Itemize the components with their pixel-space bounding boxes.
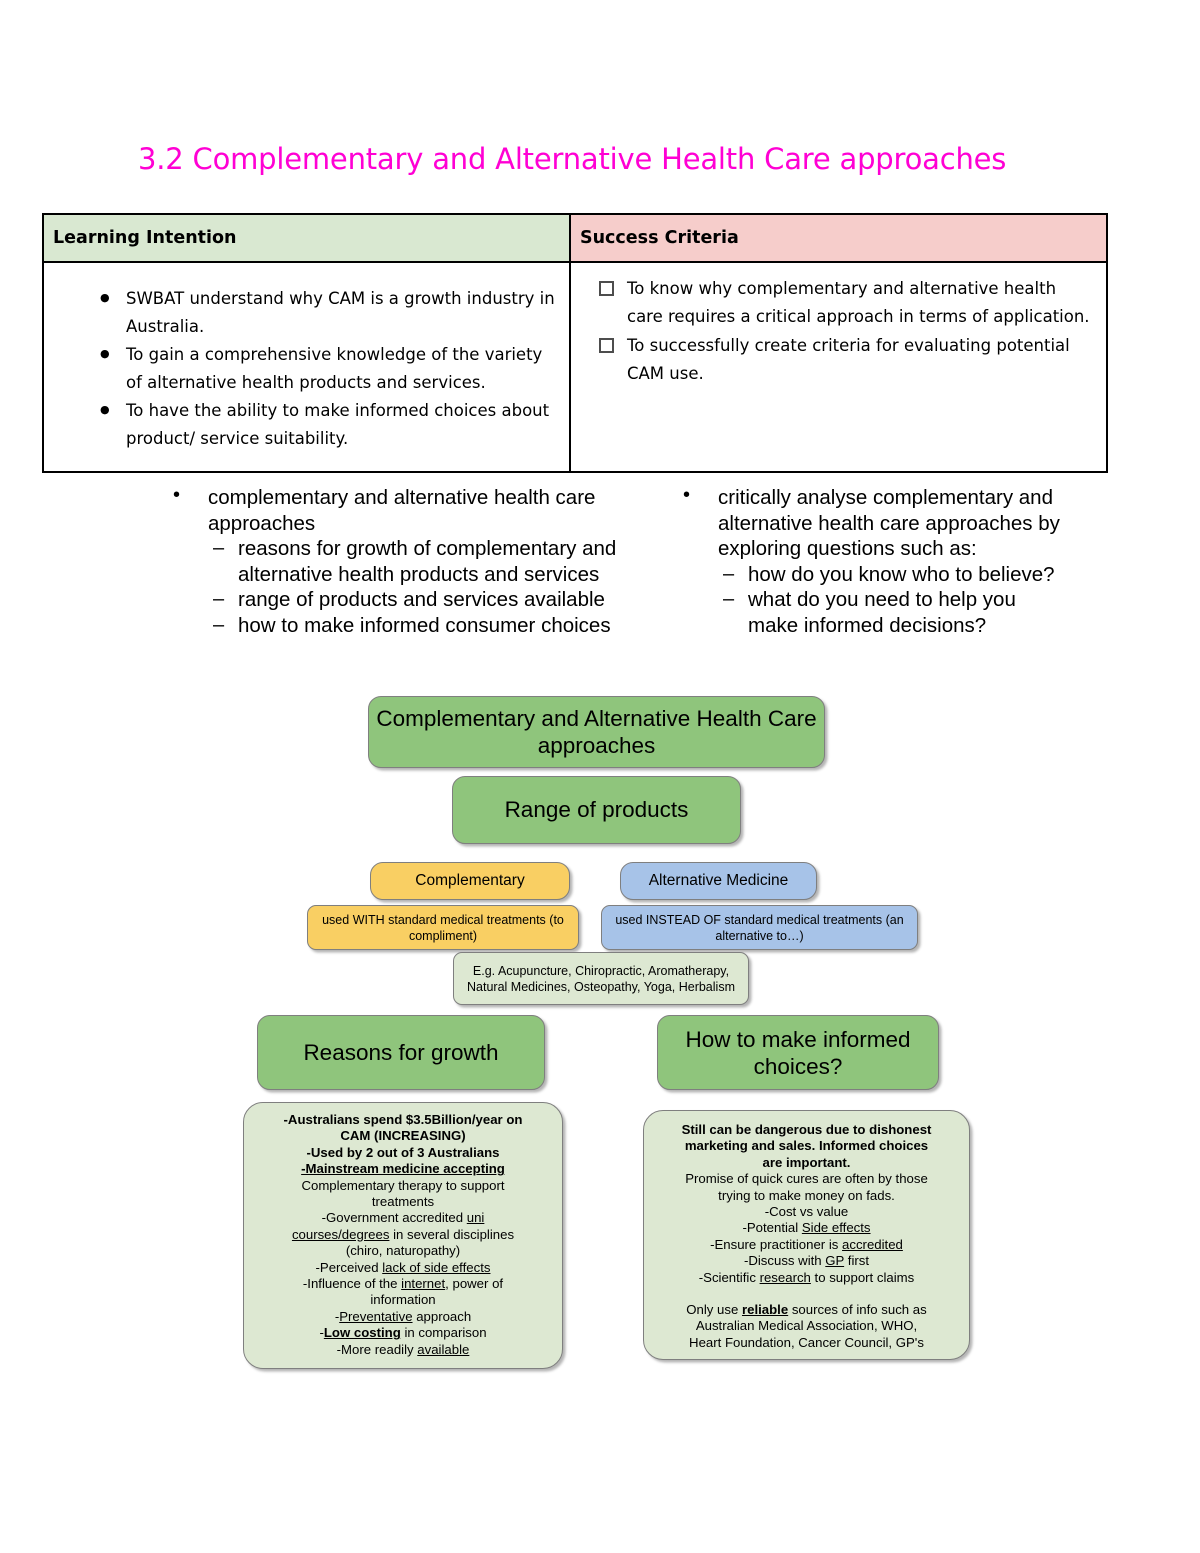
syllabus-subpoint: how to make informed consumer choices — [160, 613, 650, 639]
learning-intention-table: Learning Intention Success Criteria SWBA… — [42, 213, 1108, 473]
checkbox-icon[interactable] — [599, 281, 614, 296]
diagram-node-examples: E.g. Acupuncture, Chiropractic, Aromathe… — [453, 952, 749, 1005]
detail-line: Australian Medical Association, WHO, — [695, 1318, 918, 1334]
success-criteria-item: To know why complementary and alternativ… — [585, 275, 1092, 330]
detail-line: CAM (INCREASING) — [340, 1128, 466, 1144]
diagram-node-complementary-detail: used WITH standard medical treatments (t… — [307, 905, 579, 950]
diagram-node-alternative-medicine: Alternative Medicine — [620, 862, 817, 900]
detail-line: -Australians spend $3.5Billion/year on — [283, 1112, 523, 1127]
detail-line: -Mainstream medicine accepting — [301, 1161, 505, 1177]
success-criteria-text: To know why complementary and alternativ… — [627, 279, 1090, 326]
syllabus-subpoint: reasons for growth of complementary and … — [160, 536, 650, 587]
success-criteria-item: To successfully create criteria for eval… — [585, 332, 1092, 387]
diagram-node-root: Complementary and Alternative Health Car… — [368, 696, 825, 768]
detail-line: marketing and sales. Informed choices — [684, 1138, 929, 1154]
syllabus-subpoint: what do you need to help you make inform… — [670, 587, 1070, 638]
detail-line: -More readily available — [336, 1341, 470, 1357]
diagram-node-reasons-for-growth: Reasons for growth — [257, 1015, 545, 1090]
syllabus-subpoint: range of products and services available — [160, 587, 650, 613]
detail-line: -Perceived lack of side effects — [315, 1259, 491, 1275]
detail-line: Promise of quick cures are often by thos… — [685, 1171, 928, 1187]
diagram-node-informed-choices: How to make informed choices? — [657, 1015, 939, 1090]
detail-line: -Ensure practitioner is accredited — [710, 1236, 903, 1252]
learning-intention-header: Learning Intention — [44, 215, 571, 263]
detail-line: trying to make money on fads. — [718, 1187, 895, 1203]
syllabus-outcomes: complementary and alternative health car… — [160, 483, 1120, 639]
page-title: 3.2 Complementary and Alternative Health… — [138, 142, 1007, 176]
learning-intention-list: SWBAT understand why CAM is a growth ind… — [58, 284, 557, 452]
diagram-node-range-of-products: Range of products — [452, 776, 741, 844]
diagram-node-complementary: Complementary — [370, 862, 570, 900]
table-body-row: SWBAT understand why CAM is a growth ind… — [44, 263, 1106, 471]
list-item: To gain a comprehensive knowledge of the… — [58, 340, 557, 396]
detail-line: Heart Foundation, Cancer Council, GP's — [689, 1334, 924, 1350]
detail-line: -Cost vs value — [764, 1204, 849, 1220]
detail-line: courses/degrees in several disciplines — [291, 1226, 515, 1242]
syllabus-heading: critically analyse complementary and alt… — [670, 483, 1070, 562]
list-item: SWBAT understand why CAM is a growth ind… — [58, 284, 557, 340]
diagram-node-alternative-detail: used INSTEAD OF standard medical treatme… — [601, 905, 918, 950]
table-header-row: Learning Intention Success Criteria — [44, 215, 1106, 263]
syllabus-subpoint: how do you know who to believe? — [670, 562, 1070, 588]
detail-line: -Influence of the internet, power of — [302, 1276, 504, 1292]
detail-line: Still can be dangerous due to dishonest — [681, 1122, 932, 1137]
syllabus-heading: complementary and alternative health car… — [160, 483, 650, 536]
detail-line: treatments — [371, 1194, 435, 1210]
success-criteria-cell: To know why complementary and alternativ… — [571, 263, 1106, 471]
success-criteria-header: Success Criteria — [571, 215, 1106, 263]
detail-line: (chiro, naturopathy) — [345, 1243, 461, 1259]
detail-line: -Preventative approach — [334, 1308, 472, 1324]
detail-line: -Used by 2 out of 3 Australians — [306, 1144, 500, 1160]
syllabus-column-right: critically analyse complementary and alt… — [670, 483, 1070, 638]
success-criteria-text: To successfully create criteria for eval… — [627, 336, 1070, 383]
detail-line: -Scientific research to support claims — [698, 1269, 915, 1285]
cam-flow-diagram: Complementary and Alternative Health Car… — [0, 690, 1200, 1390]
detail-line: -Potential Side effects — [742, 1220, 871, 1236]
list-item: To have the ability to make informed cho… — [58, 396, 557, 452]
detail-line: information — [370, 1292, 436, 1308]
syllabus-column-left: complementary and alternative health car… — [160, 483, 650, 639]
detail-line: are important. — [762, 1154, 851, 1170]
detail-line: -Discuss with GP first — [743, 1253, 870, 1269]
detail-line: -Government accredited uni — [321, 1210, 485, 1226]
detail-line: Only use reliable sources of info such a… — [686, 1302, 927, 1318]
checkbox-icon[interactable] — [599, 338, 614, 353]
detail-line: Complementary therapy to support — [301, 1177, 505, 1193]
line-spacer — [654, 1286, 959, 1302]
detail-line: -Low costing in comparison — [319, 1325, 487, 1341]
learning-intention-cell: SWBAT understand why CAM is a growth ind… — [44, 263, 571, 471]
